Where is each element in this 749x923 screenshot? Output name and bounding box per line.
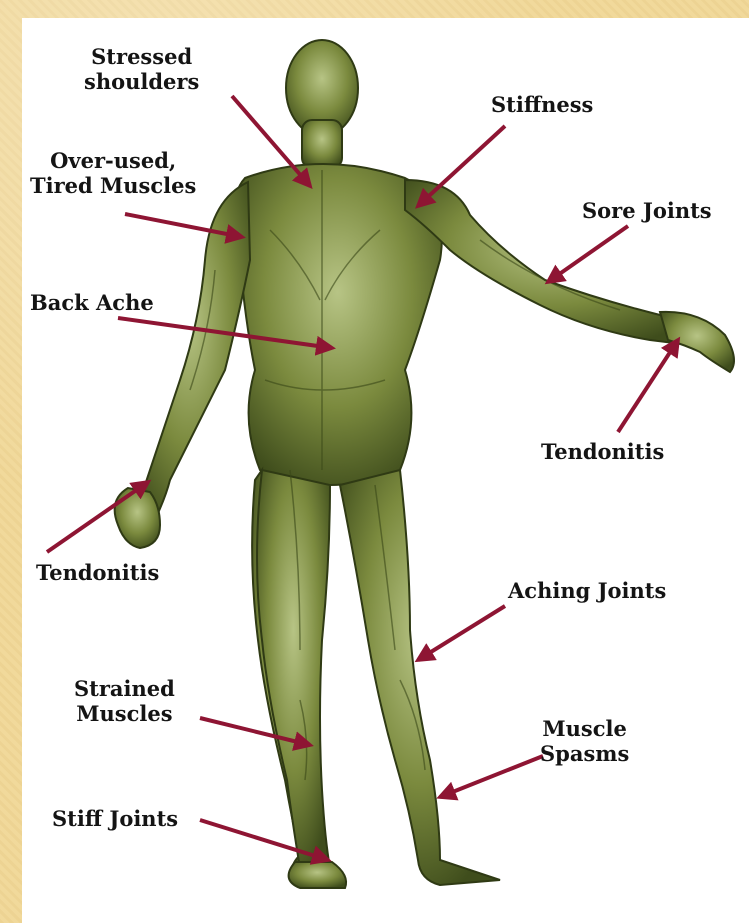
left-hand (115, 488, 160, 548)
label-aching-joints: Aching Joints (508, 578, 666, 603)
label-tendonitis-right: Tendonitis (541, 439, 664, 464)
label-stiff-joints: Stiff Joints (52, 806, 178, 831)
arrow-tendonitis-right (618, 340, 678, 432)
neck (302, 120, 342, 168)
label-stressed-shoulders: Stressed shoulders (84, 44, 199, 94)
arrow-stiffness (418, 126, 505, 206)
arrow-sore-joints (548, 226, 628, 282)
right-leg (340, 470, 500, 885)
label-tendonitis-left: Tendonitis (36, 560, 159, 585)
left-leg-fill (257, 470, 330, 868)
label-sore-joints: Sore Joints (582, 198, 712, 223)
left-foot (289, 862, 347, 888)
label-overused-muscles: Over-used, Tired Muscles (30, 148, 196, 198)
right-hand (660, 312, 734, 372)
label-strained-muscles: Strained Muscles (74, 676, 175, 726)
arrow-aching-joints (418, 606, 505, 660)
label-muscle-spasms: Muscle Spasms (540, 716, 629, 766)
label-stiffness: Stiffness (491, 92, 593, 117)
arrow-muscle-spasms (440, 756, 543, 797)
label-back-ache: Back Ache (30, 290, 154, 315)
